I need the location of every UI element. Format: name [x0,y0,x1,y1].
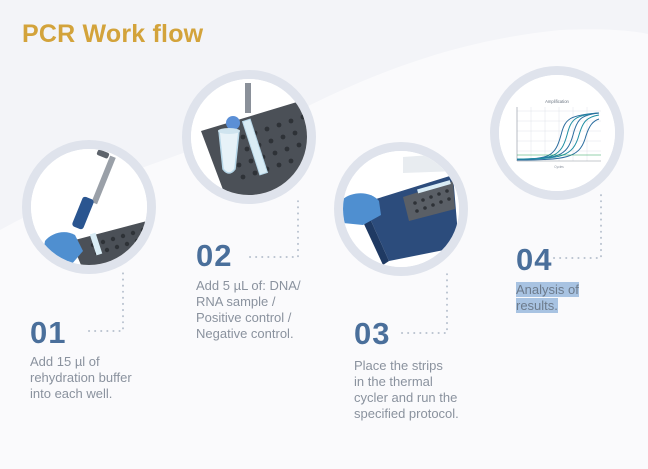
step-3-text: Place the strips in the thermal cycler a… [354,358,459,421]
pipette-strip-image [31,149,147,265]
step-4-number: 04 [516,242,553,277]
step-3-illustration [334,142,468,276]
page-title: PCR Work flow [22,20,204,48]
step-1-illustration [22,140,156,274]
step-1-text: Add 15 µl of rehydration buffer into eac… [30,354,132,401]
step-2-number: 02 [196,238,233,273]
chart-title: Amplification [545,99,569,104]
tube-plate-image [191,79,307,195]
thermal-cycler-image [343,151,459,267]
step-2-text: Add 5 µL of: DNA/ RNA sample / Positive … [196,278,301,341]
step-4-illustration: Amplification Cycles [490,66,624,200]
amplification-chart-image: Amplification Cycles [499,75,615,191]
step-4-text: Analysis of results. [516,282,579,314]
step-3-number: 03 [354,316,391,351]
chart-xlabel: Cycles [554,165,564,169]
step-2-illustration [182,70,316,204]
step-1-number: 01 [30,315,67,350]
step-4-text-selection: Analysis of results. [516,282,579,313]
